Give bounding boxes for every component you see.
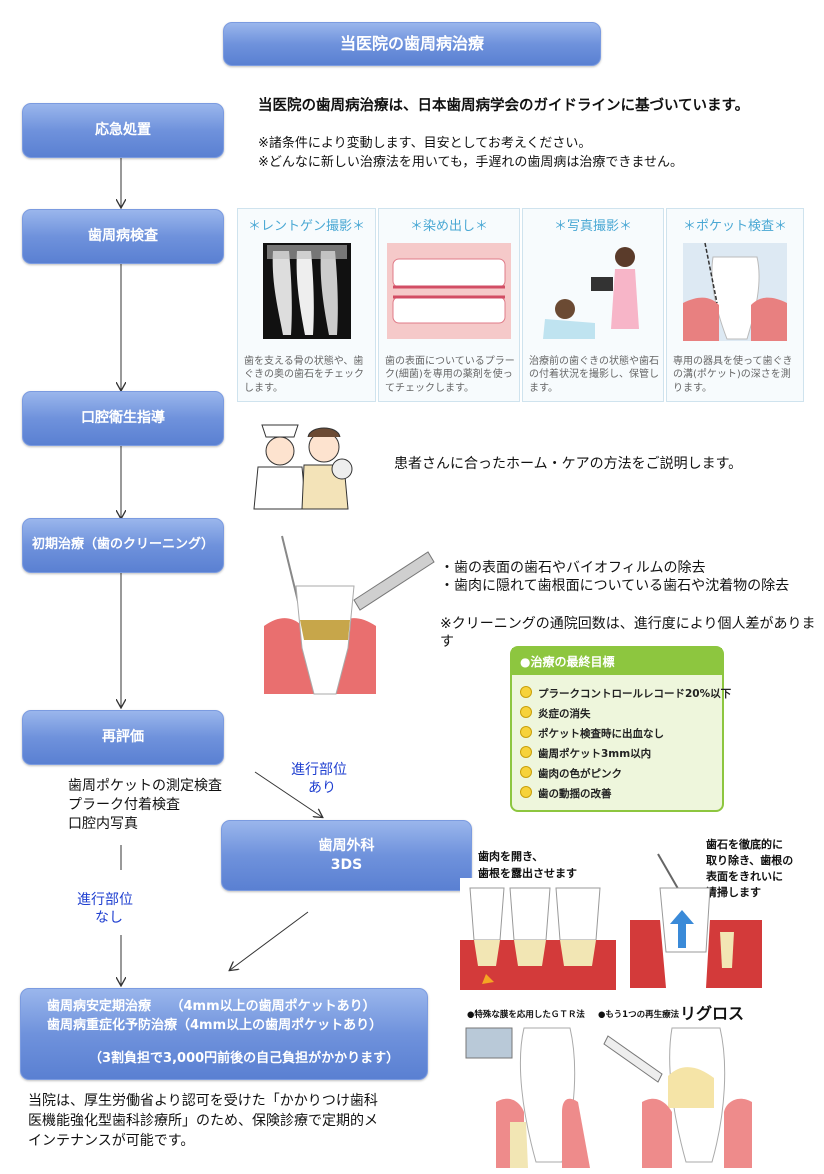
surgery-note-left-2: 歯根を露出させます [478, 867, 577, 880]
scaler-illustration [264, 535, 435, 695]
maint-cost: （3割負担で3,000円前後の自己負担がかかります） [89, 1051, 400, 1066]
goal-item-1-text: プラークコントロールレコード20%以下 [538, 688, 732, 700]
smiley-icon [520, 726, 532, 738]
reeval-item-3: 口腔内写真 [68, 816, 138, 832]
surgery-note-right-1: 歯石を徹底的に [706, 838, 783, 851]
smiley-icon [520, 686, 532, 698]
step-initial: 初期治療（歯のクリーニング） [22, 518, 224, 573]
branch-yes-line2: あり [308, 780, 336, 796]
initial-note-line1: ※クリーニングの通院回数は、進行度により個人差がありま [440, 616, 816, 632]
exam-panel-pocket-title: ＊ポケット検査＊ [682, 219, 787, 234]
guidance-text: 患者さんに合ったホーム・ケアの方法をご説明します。 [394, 456, 743, 472]
pocket-probe-illustration [683, 242, 787, 341]
goal-item-2: 炎症の消失 [520, 706, 591, 721]
stained-teeth-illustration [387, 243, 511, 339]
reeval-item-2: プラーク付着検査 [68, 797, 180, 813]
gtr-illustration [465, 1027, 590, 1168]
footer-line-1: 当院は、厚生労働省より認可を受けた「かかりつけ歯科 [28, 1093, 378, 1109]
exam-panel-xray-title: ＊レントゲン撮影＊ [247, 219, 365, 234]
footer-line-2: 医機能強化型歯科診療所」のため、保険診療で定期的メ [28, 1113, 378, 1129]
initial-item-2: ・歯肉に隠れて歯根面についている歯石や沈着物の除去 [440, 578, 790, 594]
branch-yes-line1: 進行部位 [291, 762, 347, 778]
step-maintenance: 歯周病安定期治療 （4mm以上の歯周ポケットあり） 歯周病重症化予防治療（4mm… [20, 988, 428, 1080]
goal-item-1: プラークコントロールレコード20%以下 [520, 686, 731, 701]
maint-line-1: 歯周病安定期治療 （4mm以上の歯周ポケットあり） [47, 999, 376, 1014]
initial-note-line2: す [440, 634, 454, 650]
goal-item-4: 歯周ポケット3mm以内 [520, 746, 651, 761]
step-exam: 歯周病検査 [22, 209, 224, 264]
regros-label: リグロス [680, 1004, 745, 1023]
goal-item-5: 歯肉の色がピンク [520, 766, 622, 781]
arrow-reeval-surgery [254, 771, 322, 817]
smiley-icon [520, 746, 532, 758]
reeval-item-1: 歯周ポケットの測定検査 [68, 778, 222, 794]
exam-panel-photo: ＊写真撮影＊ 治療前の歯ぐきの状態や歯石の付着状況を撮影し、保管します。 [522, 208, 664, 402]
gtr-label: ●特殊な膜を応用したＧＴＲ法 [467, 1010, 585, 1020]
root-cleaning-illustration [630, 853, 762, 988]
goal-item-4-text: 歯周ポケット3mm以内 [538, 748, 652, 760]
page-title-text: 当医院の歯周病治療 [339, 33, 484, 53]
footer-line-3: インテナンスが可能です。 [28, 1133, 195, 1149]
arrow-surgery-maint [230, 911, 309, 970]
exam-panel-pocket: ＊ポケット検査＊ 専用の器具を使って歯ぐきの溝(ポケット)の深さを測ります。 [666, 208, 804, 402]
smiley-icon [520, 706, 532, 718]
maint-line-2: 歯周病重症化予防治療（4mm以上の歯周ポケットあり） [47, 1018, 383, 1033]
other-regen-label: ●もう1つの再生療法 [598, 1010, 680, 1020]
step-surgery-line1: 歯周外科 [318, 838, 375, 855]
goal-item-2-text: 炎症の消失 [538, 708, 591, 720]
step-surgery-line2: 3DS [330, 856, 363, 873]
flap-surgery-illustration [460, 878, 616, 990]
step-guidance-label: 口腔衛生指導 [81, 410, 165, 427]
xray-illustration [263, 243, 351, 339]
branch-no-line1: 進行部位 [77, 892, 133, 908]
smiley-icon [520, 766, 532, 778]
step-reeval: 再評価 [22, 710, 224, 765]
step-surgery: 歯周外科 3DS [221, 820, 472, 891]
regros-illustration [603, 1027, 752, 1168]
step-reeval-label: 再評価 [102, 729, 144, 746]
goal-item-3: ポケット検査時に出血なし [520, 726, 664, 741]
step-emergency-label: 応急処置 [95, 122, 151, 139]
exam-panel-photo-caption: 治療前の歯ぐきの状態や歯石の付着状況を撮影し、保管します。 [529, 355, 659, 394]
intro-note-1: ※諸条件により変動します、目安としてお考えください。 [258, 136, 592, 151]
branch-no-line2: なし [95, 910, 123, 926]
page-title: 当医院の歯周病治療 [223, 22, 601, 66]
photo-illustration [543, 247, 639, 339]
goal-item-6: 歯の動揺の改善 [520, 786, 612, 801]
exam-panel-xray-caption: 歯を支える骨の状態や、歯ぐきの奥の歯石をチェックします。 [244, 355, 364, 394]
smiley-icon [520, 786, 532, 798]
staff-illustration [253, 424, 353, 510]
goal-item-5-text: 歯肉の色がピンク [538, 768, 622, 780]
goals-header: ●治療の最終目標 [512, 648, 722, 675]
treatment-goals-box: ●治療の最終目標 プラークコントロールレコード20%以下 炎症の消失 ポケット検… [510, 646, 731, 812]
surgery-note-right-2: 取り除き、歯根の [706, 854, 794, 867]
intro-headline: 当医院の歯周病治療は、日本歯周病学会のガイドラインに基づいています。 [258, 98, 750, 114]
step-guidance: 口腔衛生指導 [22, 391, 224, 446]
intro-note-2: ※どんなに新しい治療法を用いても，手遅れの歯周病は治療できません。 [258, 155, 683, 170]
step-exam-label: 歯周病検査 [88, 228, 158, 245]
exam-panel-staining: ＊染め出し＊ 歯の表面についているプラーク(細菌)を専用の薬剤を使ってチェックし… [378, 208, 520, 402]
goal-item-3-text: ポケット検査時に出血なし [538, 728, 664, 740]
surgery-note-right-3: 表面をきれいに [706, 870, 783, 883]
surgery-note-right-4: 清掃します [706, 886, 761, 899]
initial-item-1: ・歯の表面の歯石やバイオフィルムの除去 [440, 560, 706, 576]
step-initial-label: 初期治療（歯のクリーニング） [31, 537, 214, 553]
exam-panel-staining-caption: 歯の表面についているプラーク(細菌)を専用の薬剤を使ってチェックします。 [385, 355, 515, 394]
step-emergency: 応急処置 [22, 103, 224, 158]
goal-item-6-text: 歯の動揺の改善 [538, 788, 612, 800]
exam-panel-photo-title: ＊写真撮影＊ [553, 219, 632, 234]
exam-panel-xray: ＊レントゲン撮影＊ 歯を支える骨の状態や、歯ぐきの奥の歯石をチェックします。 [237, 208, 376, 402]
exam-panel-pocket-caption: 専用の器具を使って歯ぐきの溝(ポケット)の深さを測ります。 [673, 355, 793, 394]
surgery-note-left-1: 歯肉を開き、 [478, 850, 544, 863]
exam-panel-staining-title: ＊染め出し＊ [409, 219, 488, 234]
